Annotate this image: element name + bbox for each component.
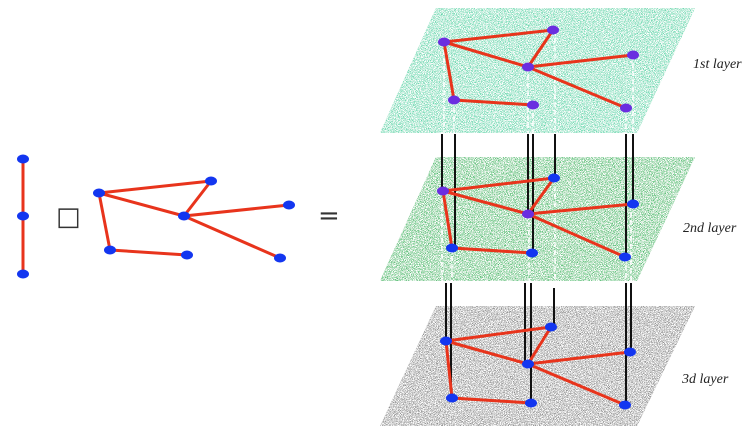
layer-node [627, 50, 639, 60]
layer-edge [441, 189, 530, 216]
layer-edge [442, 40, 530, 69]
layer-label-2: 2nd layer [683, 221, 737, 236]
layer-edge [526, 212, 627, 259]
layer-node [440, 336, 452, 346]
tree-node [104, 245, 116, 255]
layer-edge [526, 202, 635, 216]
layer-node [548, 173, 560, 183]
layer-node [620, 103, 632, 113]
path-node [17, 269, 29, 279]
layer-label-1: 1st layer [693, 57, 742, 72]
tree-node [283, 200, 295, 210]
layer-node [446, 393, 458, 403]
layer-node [448, 95, 460, 105]
layer-2-graph [437, 173, 639, 262]
tree-edge [97, 191, 112, 252]
tree-edge [182, 179, 213, 218]
layer-node [627, 199, 639, 209]
layer-edge [526, 362, 627, 407]
layer-node [547, 25, 559, 35]
layer-label-3: 3d layer [681, 372, 729, 387]
layer-node [446, 243, 458, 253]
layer-edge [526, 350, 632, 366]
layer-edge [526, 325, 553, 366]
layer-node [525, 398, 537, 408]
tree-edge [182, 203, 291, 218]
path-node [17, 154, 29, 164]
layer-edge [444, 339, 530, 366]
tree-graph [93, 176, 295, 263]
tree-edge [108, 248, 189, 257]
tree-node [181, 250, 193, 260]
layer-1-graph [438, 25, 639, 113]
layer-node [522, 209, 534, 219]
layer-edge [444, 325, 553, 343]
layer-stack [380, 8, 695, 426]
layer-edge [441, 189, 454, 250]
tree-node [205, 176, 217, 186]
layer-3-graph [440, 322, 636, 410]
tree-edge [97, 191, 186, 218]
product-symbol: □ [56, 202, 81, 232]
tree-edge [182, 214, 282, 260]
layer-edge [444, 339, 454, 400]
layer-edge [526, 176, 556, 216]
layer-node [624, 347, 636, 357]
tree-node [93, 188, 105, 198]
layer-edge [526, 28, 555, 69]
layer-edge [452, 98, 535, 107]
equals-symbol: = [318, 201, 340, 231]
layer-node [545, 322, 557, 332]
layer-edge [526, 65, 628, 110]
layer-node [438, 37, 450, 47]
layer-edge [441, 176, 556, 193]
layer-node [526, 248, 538, 258]
layer-edge [442, 40, 456, 102]
tree-node [178, 211, 190, 221]
layer-node [522, 62, 534, 72]
layer-node [619, 252, 631, 262]
layer-node [437, 186, 449, 196]
layer-node [619, 400, 631, 410]
layer-edge [450, 246, 534, 255]
path-graph [17, 154, 29, 279]
tree-node [274, 253, 286, 263]
layer-node [527, 100, 539, 110]
layer-edge [526, 53, 635, 69]
layer-edge [450, 396, 533, 405]
path-node [17, 211, 29, 221]
layer-node [522, 359, 534, 369]
tree-edge [97, 179, 213, 195]
layer-edge [442, 28, 555, 44]
layer-plane-3 [380, 306, 695, 426]
